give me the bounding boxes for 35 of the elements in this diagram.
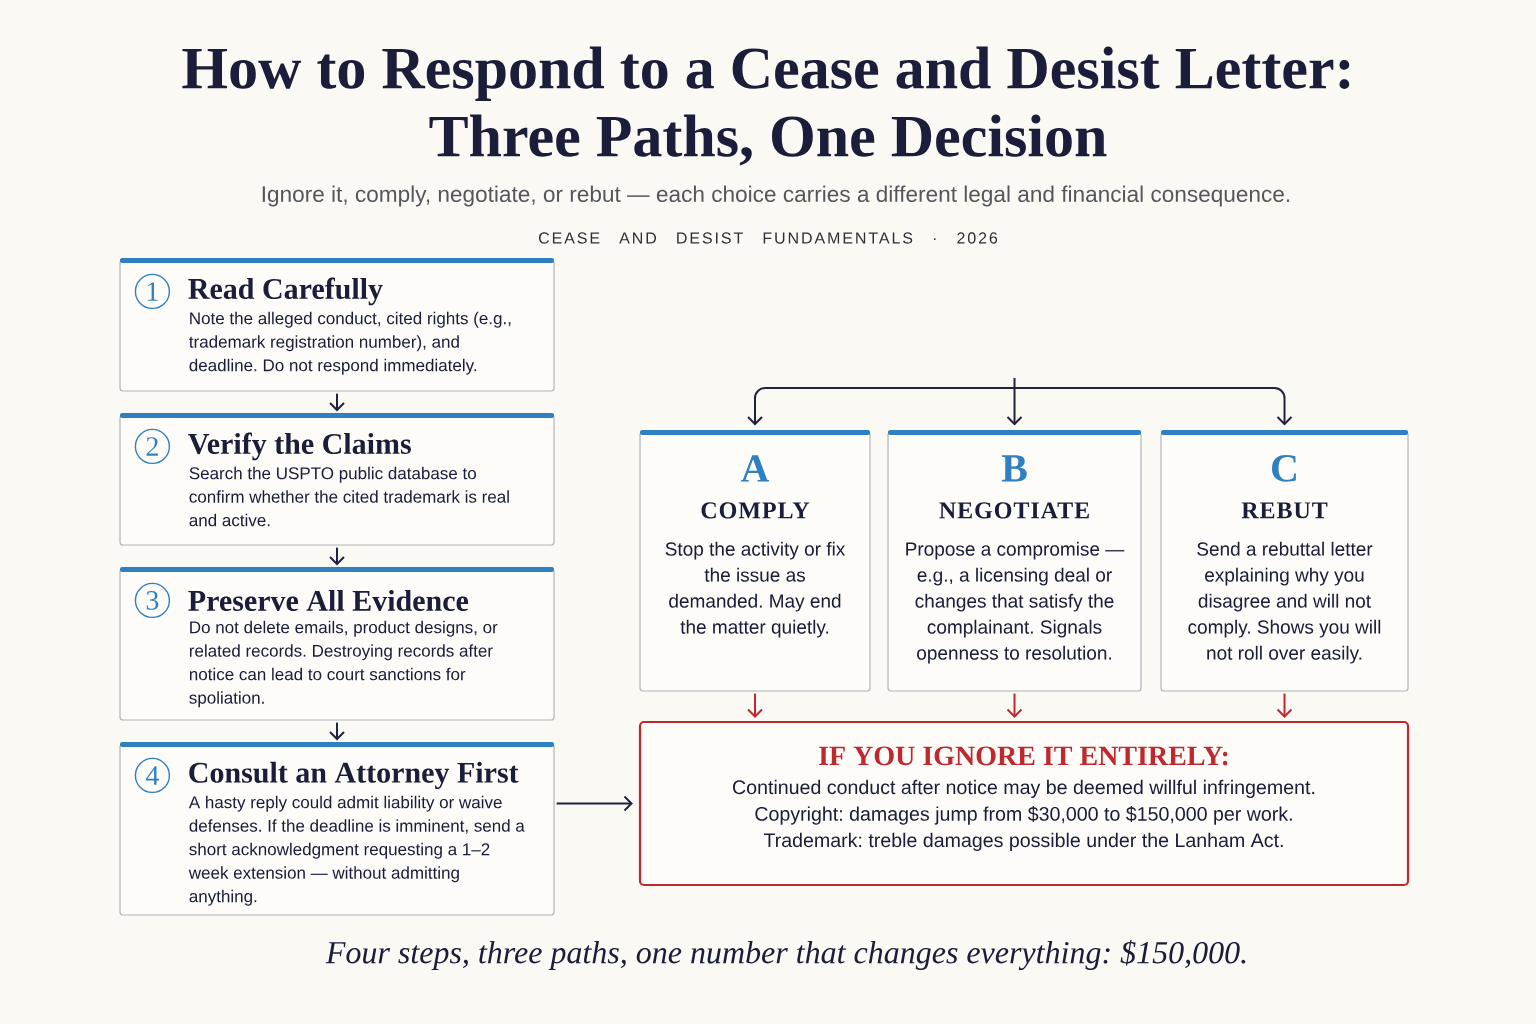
- step-description: Search the USPTO public database to confirm whether the cited trademark is real and active.: [189, 466, 509, 527]
- step-heading: Read Carefully: [188, 277, 383, 306]
- caption: Four steps, three paths, one number that changes everything: $150,000.: [325, 939, 1246, 971]
- arrow: [1276, 692, 1293, 718]
- path-letter: B: [1001, 455, 1027, 482]
- path-description: Send a rebuttal letter explaining why you disagree and will not comply. Shows you will not roll over easily.: [1188, 541, 1381, 664]
- path-heading: COMPLY: [701, 502, 810, 519]
- step-description: Note the alleged conduct, cited rights (e.g., trademark registration number), and deadline. Do not respond immediately.: [189, 311, 511, 375]
- warning-text: Trademark: treble damages possible under the Lanham Act.: [763, 832, 1283, 852]
- step-description: Do not delete emails, product designs, or related records. Destroying records after notice can lead to court sanctions for spoliation.: [189, 620, 498, 708]
- tagline: CEASE AND DESIST FUNDAMENTALS · 2026: [538, 232, 998, 244]
- arrow: [329, 392, 345, 412]
- step-heading: Preserve All Evidence: [188, 589, 469, 611]
- title: How to Respond to a Cease and Desist Letter: Three Paths, One Decision: [182, 46, 1350, 166]
- step-heading: Consult an Attorney First: [189, 761, 519, 790]
- path-description: Propose a compromise — e.g., a licensing deal or changes that satisfy the complainant. Signals openness to resolution.: [906, 541, 1125, 664]
- path-heading: REBUT: [1241, 502, 1328, 519]
- arrow: [747, 692, 763, 718]
- path-letter: A: [740, 455, 770, 482]
- warning-heading: IF YOU IGNORE IT ENTIRELY:: [819, 746, 1228, 766]
- arrow: [747, 387, 1016, 426]
- arrow: [329, 721, 345, 741]
- arrow: [555, 795, 633, 812]
- subtitle: Ignore it, comply, negotiate, or rebut — each choice carries a different legal and financial consequence.: [262, 185, 1290, 207]
- path-heading: NEGOTIATE: [939, 502, 1089, 519]
- arrow: [329, 546, 345, 566]
- warning-text: Continued conduct after notice may be deemed willful infringement.: [733, 779, 1315, 799]
- path-description: Stop the activity or fix the issue as demanded. May end the matter quietly.: [665, 541, 846, 638]
- step-heading: Verify the Claims: [188, 432, 411, 461]
- step-description: A hasty reply could admit liability or waive defenses. If the deadline is imminent, send a short acknowledgment requesting a 1–2 week extension — without admitting anything.: [188, 795, 525, 906]
- arrow: [1013, 387, 1293, 426]
- arrow: [1006, 692, 1023, 718]
- path-letter: C: [1272, 455, 1296, 482]
- arrow: [1006, 377, 1023, 426]
- warning-text: Copyright: damages jump from $30,000 to $150,000 per work.: [755, 806, 1292, 825]
